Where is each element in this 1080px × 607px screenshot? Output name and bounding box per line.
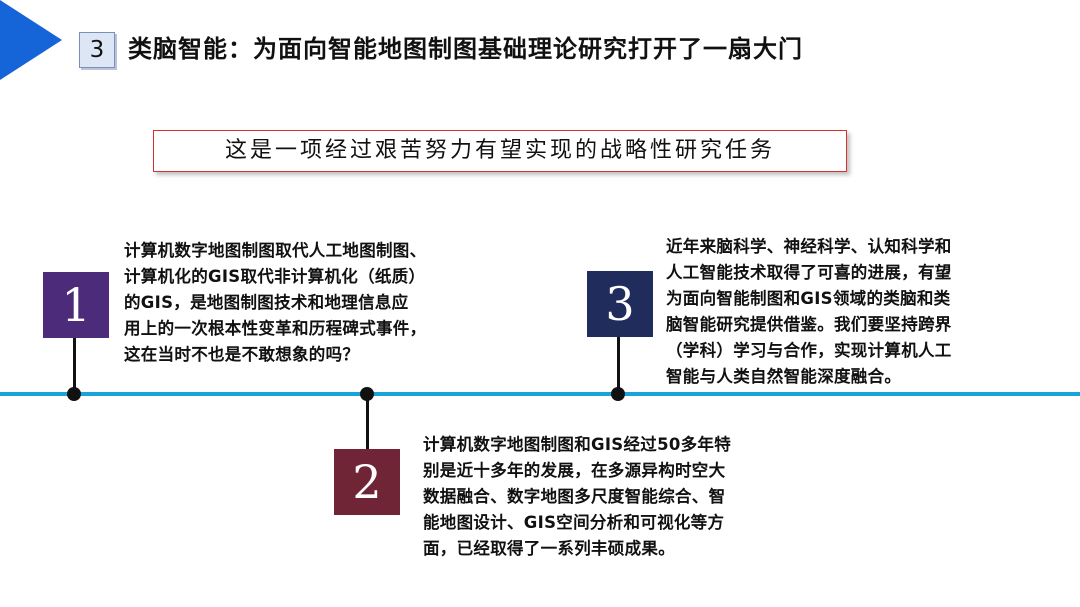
milestone-3-line: 智能与人类自然智能深度融合。 [666, 367, 902, 386]
milestone-3-line: 近年来脑科学、神经科学、认知科学和 [666, 237, 952, 256]
milestone-3-stem [617, 337, 620, 394]
milestone-1-dot [67, 387, 81, 401]
milestone-1-text: 计算机数字地图制图取代人工地图制图、 计算机化的GIS取代非计算机化（纸质） 的… [124, 238, 426, 368]
section-number-badge: 3 [79, 32, 115, 68]
milestone-3-line: 脑智能研究提供借鉴。我们要坚持跨界 [666, 315, 952, 334]
milestone-3-text: 近年来脑科学、神经科学、认知科学和 人工智能技术取得了可喜的进展，有望 为面向智… [666, 234, 952, 390]
milestone-2-line: 数据融合、数字地图多尺度智能综合、智 [423, 487, 726, 506]
milestone-1-line: 用上的一次根本性变革和历程碑式事件， [124, 319, 427, 338]
milestone-1-line: 计算机数字地图制图取代人工地图制图、 [124, 241, 427, 260]
milestone-2-text: 计算机数字地图制图和GIS经过50多年特 别是近十多年的发展，在多源异构时空大 … [423, 432, 731, 562]
milestone-3-number: 3 [587, 271, 653, 337]
milestone-2-number: 2 [334, 449, 400, 515]
page-title: 类脑智能：为面向智能地图制图基础理论研究打开了一扇大门 [128, 35, 803, 63]
milestone-3-line: 为面向智能制图和GIS领域的类脑和类 [666, 289, 951, 308]
milestone-2-line: 能地图设计、GIS空间分析和可视化等方 [423, 513, 725, 532]
timeline-line [0, 392, 1080, 396]
milestone-1-number: 1 [43, 272, 109, 338]
milestone-2-stem [366, 394, 369, 450]
milestone-3-line: （学科）学习与合作，实现计算机人工 [666, 341, 952, 360]
milestone-1-line: 计算机化的GIS取代非计算机化（纸质） [124, 267, 426, 286]
milestone-1-line: 的GIS，是地图制图技术和地理信息应 [124, 293, 409, 312]
subtitle-box: 这是一项经过艰苦努力有望实现的战略性研究任务 [153, 130, 847, 172]
corner-arrow-icon [0, 0, 62, 80]
milestone-2-line: 计算机数字地图制图和GIS经过50多年特 [423, 435, 732, 454]
milestone-1-line: 这在当时不也是不敢想象的吗？ [124, 345, 360, 364]
milestone-1-stem [73, 338, 76, 394]
milestone-2-line: 别是近十多年的发展，在多源异构时空大 [423, 461, 726, 480]
milestone-2-line: 面，已经取得了一系列丰硕成果。 [423, 539, 675, 558]
milestone-3-dot [611, 387, 625, 401]
milestone-3-line: 人工智能技术取得了可喜的进展，有望 [666, 263, 952, 282]
